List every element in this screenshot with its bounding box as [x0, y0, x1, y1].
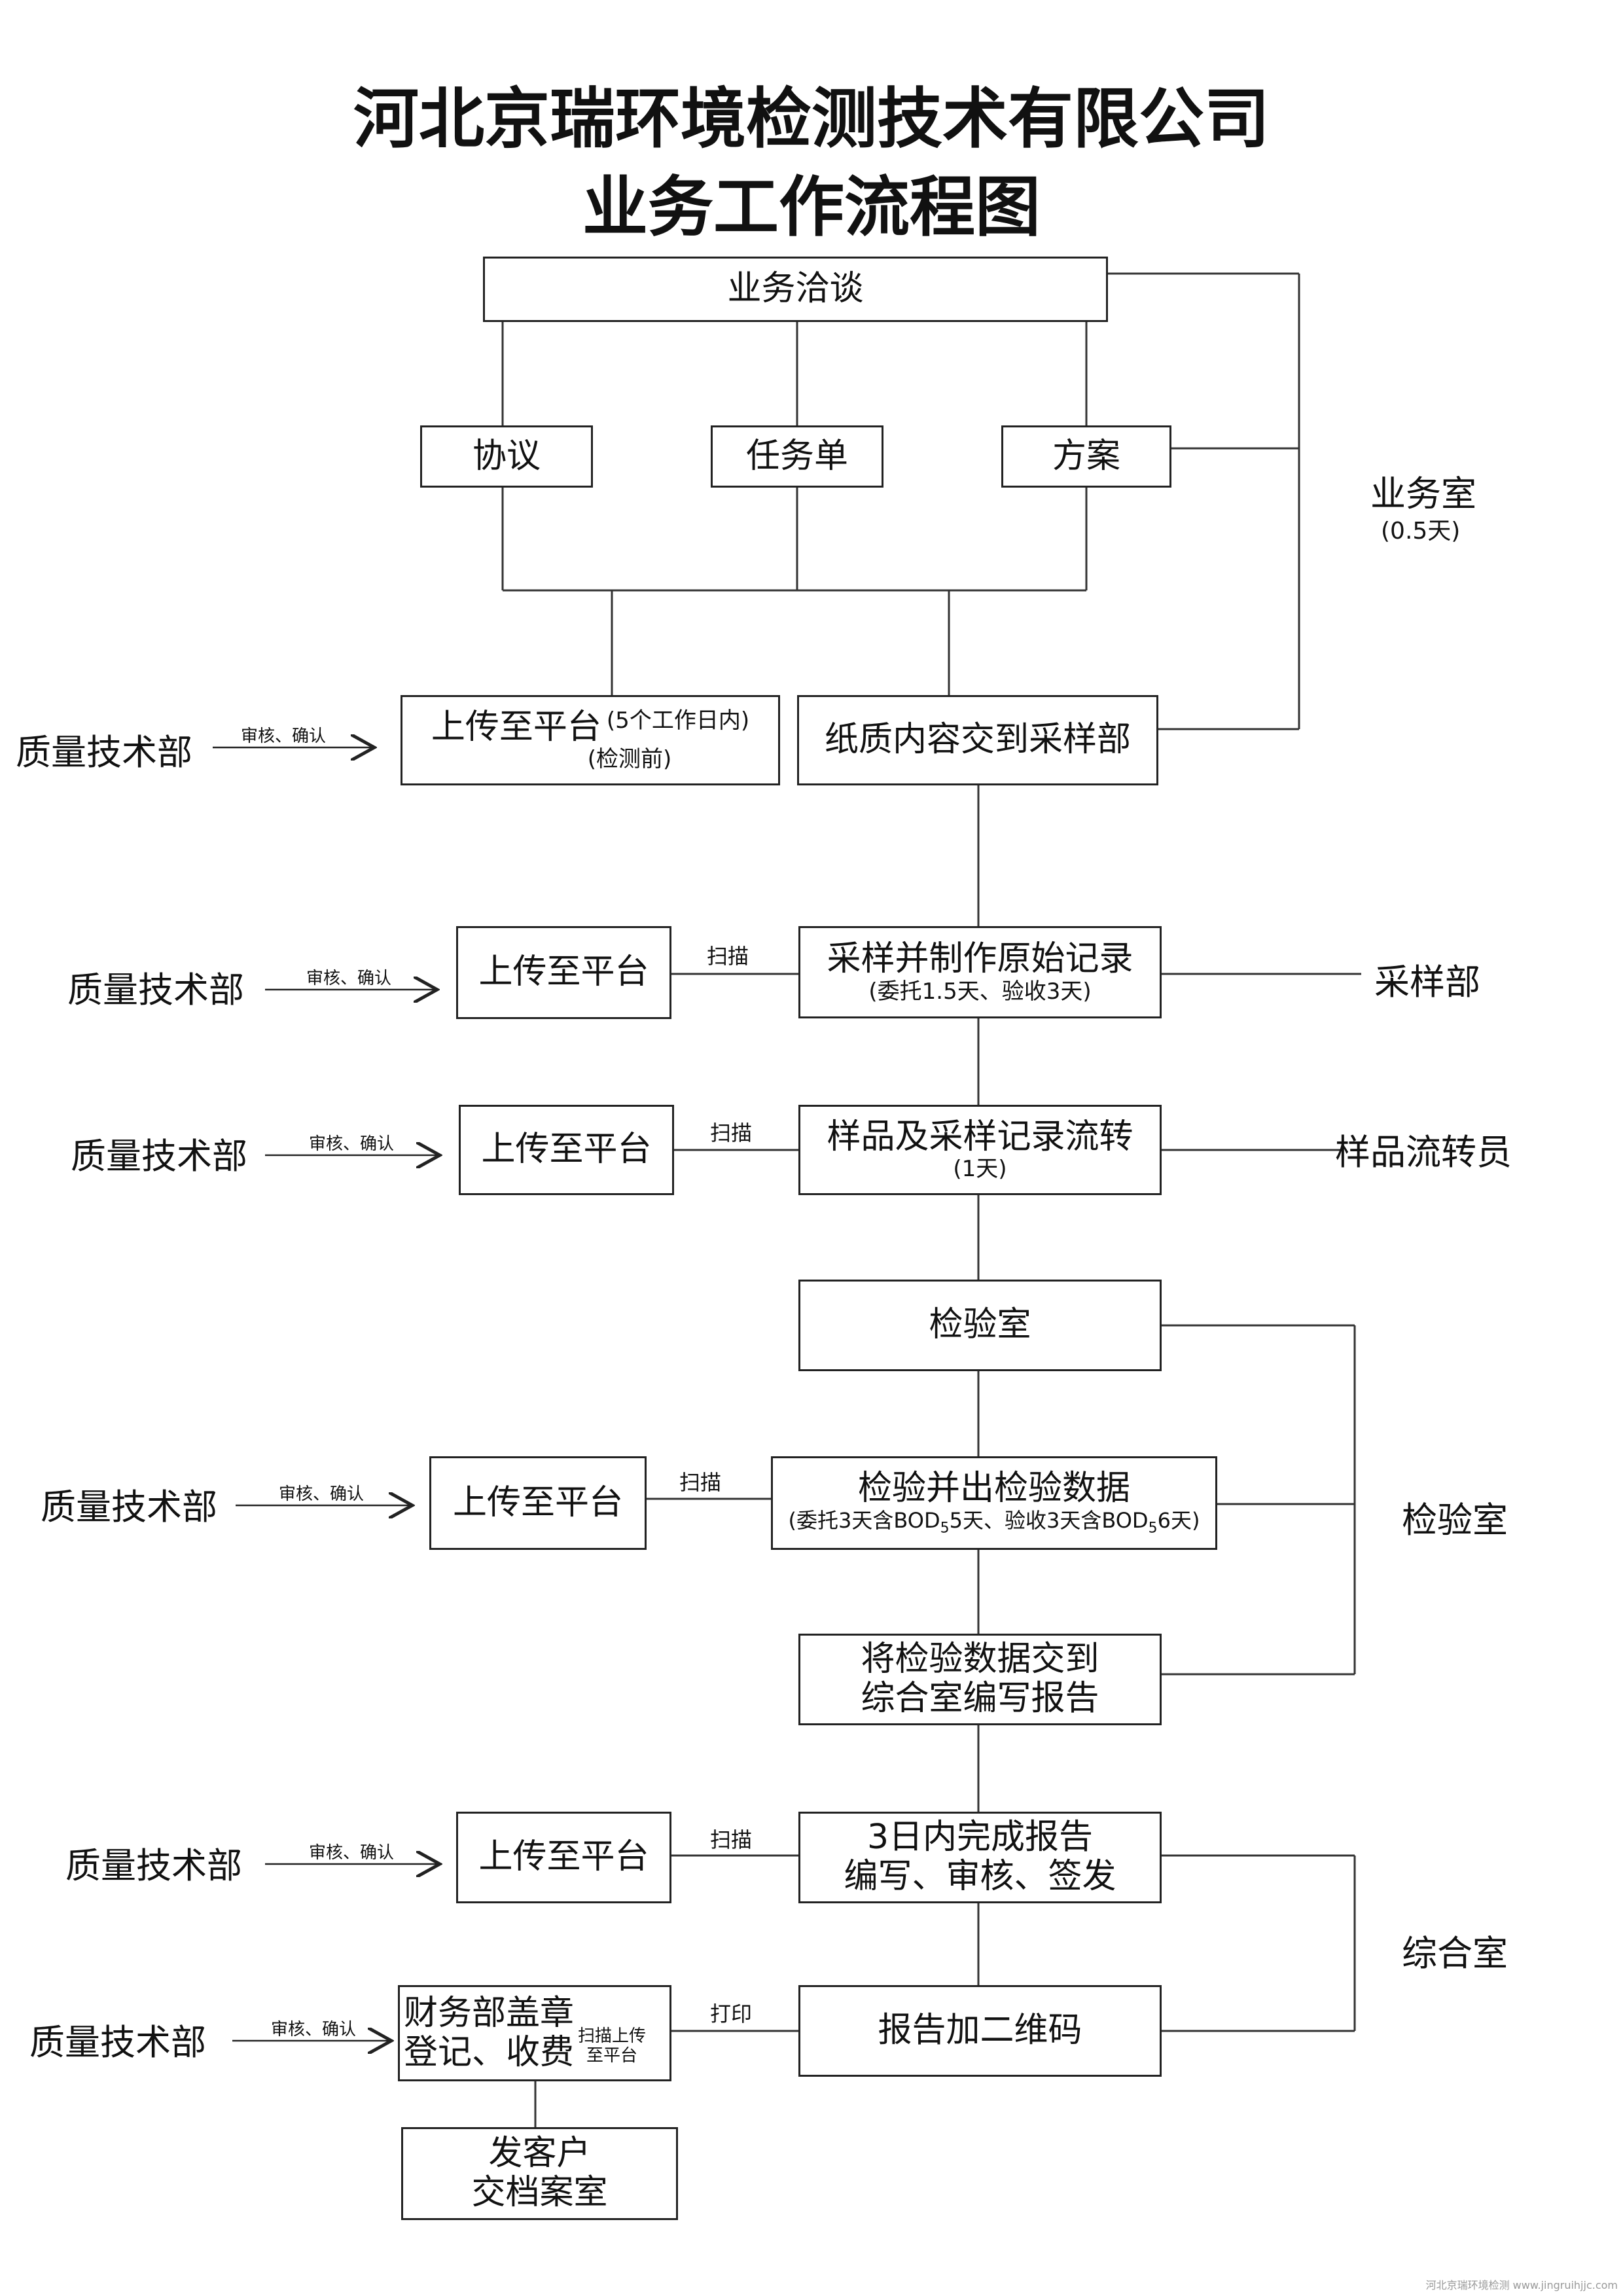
box-upload-transfer-text: 上传至平台 [481, 1130, 652, 1170]
box-qr-code: 报告加二维码 [798, 1985, 1162, 2077]
side-business-office: 业务室 [1370, 473, 1476, 514]
box-lab-test-note-b: 5天、验收3天含BOD [949, 1508, 1149, 1534]
box-lab: 检验室 [798, 1280, 1162, 1371]
box-negotiation: 业务洽谈 [483, 257, 1108, 322]
label-scan-4: 扫描 [710, 1827, 753, 1852]
label-review-2: 审核、确认 [306, 969, 392, 988]
box-upload-first: 上传至平台 (5个工作日内) (检测前) [401, 695, 780, 785]
box-upload-lab: 上传至平台 [429, 1456, 647, 1550]
box-upload-sampling-text: 上传至平台 [478, 952, 649, 992]
box-finance-line2: 登记、收费 [404, 2032, 575, 2072]
box-sample-transfer-note: (1天) [953, 1156, 1007, 1183]
label-review-4: 审核、确认 [279, 1484, 365, 1504]
box-report: 3日内完成报告 编写、审核、签发 [798, 1812, 1162, 1903]
box-task-sheet-text: 任务单 [745, 436, 848, 476]
label-quality-dept-3: 质量技术部 [71, 1136, 247, 1177]
watermark: 河北京瑞环境检测 www.jingruihjjc.com [1425, 2279, 1618, 2291]
box-deliver: 发客户 交档案室 [401, 2127, 678, 2220]
box-sample-transfer: 样品及采样记录流转 (1天) [798, 1105, 1162, 1195]
box-finance-line1: 财务部盖章 [404, 1993, 575, 2033]
label-scan-2: 扫描 [710, 1121, 753, 1145]
box-data-to-office-line1: 将检验数据交到 [861, 1640, 1099, 1679]
box-data-to-office-line2: 综合室编写报告 [861, 1679, 1099, 1718]
box-upload-report-text: 上传至平台 [478, 1837, 649, 1877]
box-task-sheet: 任务单 [711, 425, 883, 488]
box-paper-to-sampling-text: 纸质内容交到采样部 [824, 720, 1131, 760]
side-lab-room: 检验室 [1402, 1499, 1508, 1541]
box-lab-test-note-sub2: 5 [1148, 1520, 1158, 1537]
label-quality-dept-4: 质量技术部 [41, 1486, 217, 1528]
box-deliver-line1: 发客户 [488, 2134, 591, 2174]
label-quality-dept-2: 质量技术部 [67, 969, 244, 1011]
box-lab-test-note-sub1: 5 [940, 1520, 950, 1537]
label-scan-1: 扫描 [707, 944, 749, 969]
box-lab-test: 检验并出检验数据 (委托3天含BOD55天、验收3天含BOD56天) [771, 1456, 1217, 1550]
label-quality-dept-5: 质量技术部 [65, 1845, 242, 1886]
box-agreement: 协议 [420, 425, 593, 488]
box-qr-code-text: 报告加二维码 [878, 2011, 1082, 2051]
box-plan-text: 方案 [1052, 436, 1120, 476]
side-general-office: 综合室 [1402, 1933, 1508, 1974]
side-sampling-dept: 采样部 [1374, 961, 1480, 1003]
title-company: 河北京瑞环境检测技术有限公司 [353, 81, 1270, 157]
title-flowchart: 业务工作流程图 [582, 169, 1041, 245]
box-sample-transfer-text: 样品及采样记录流转 [827, 1117, 1133, 1157]
box-report-line2: 编写、审核、签发 [844, 1857, 1116, 1896]
box-sampling-record-text: 采样并制作原始记录 [827, 939, 1133, 979]
box-upload-first-text: 上传至平台 [431, 707, 601, 747]
box-negotiation-text: 业务洽谈 [727, 269, 864, 309]
label-scan-3: 扫描 [679, 1470, 722, 1495]
box-upload-transfer: 上传至平台 [459, 1105, 674, 1195]
label-review-6: 审核、确认 [271, 2020, 357, 2039]
box-sampling-record: 采样并制作原始记录 (委托1.5天、验收3天) [798, 926, 1162, 1018]
box-upload-sampling: 上传至平台 [456, 926, 671, 1019]
label-review-1: 审核、确认 [241, 726, 327, 746]
box-upload-lab-text: 上传至平台 [452, 1482, 623, 1522]
box-agreement-text: 协议 [472, 436, 541, 476]
box-finance-note1: 扫描上传 [578, 2026, 647, 2046]
label-review-5: 审核、确认 [309, 1843, 395, 1863]
label-print: 打印 [710, 2001, 753, 2026]
label-review-3: 审核、确认 [309, 1134, 395, 1154]
side-business-office-time: (0.5天) [1381, 518, 1461, 545]
box-plan: 方案 [1001, 425, 1171, 488]
box-finance-note2: 至平台 [586, 2045, 638, 2066]
box-deliver-line2: 交档案室 [471, 2173, 608, 2212]
box-sampling-record-note: (委托1.5天、验收3天) [868, 978, 1092, 1005]
label-quality-dept-6: 质量技术部 [29, 2022, 206, 2063]
box-lab-test-note-c: 6天) [1157, 1508, 1200, 1534]
box-upload-first-note1: (5个工作日内) [606, 707, 750, 734]
box-lab-test-note: (委托3天含BOD55天、验收3天含BOD56天) [789, 1509, 1200, 1537]
box-upload-report: 上传至平台 [456, 1812, 671, 1903]
box-report-line1: 3日内完成报告 [866, 1818, 1094, 1857]
box-lab-test-text: 检验并出检验数据 [857, 1469, 1130, 1509]
box-lab-test-note-a: (委托3天含BOD [788, 1508, 940, 1534]
box-upload-first-note2: (检测前) [587, 746, 672, 773]
label-quality-dept-1: 质量技术部 [16, 732, 192, 773]
box-lab-text: 检验室 [929, 1305, 1031, 1345]
box-finance: 财务部盖章 登记、收费 扫描上传 至平台 [398, 1985, 671, 2081]
box-paper-to-sampling: 纸质内容交到采样部 [797, 695, 1158, 785]
box-data-to-office: 将检验数据交到 综合室编写报告 [798, 1634, 1162, 1725]
side-sample-transfer-staff: 样品流转员 [1335, 1132, 1512, 1173]
